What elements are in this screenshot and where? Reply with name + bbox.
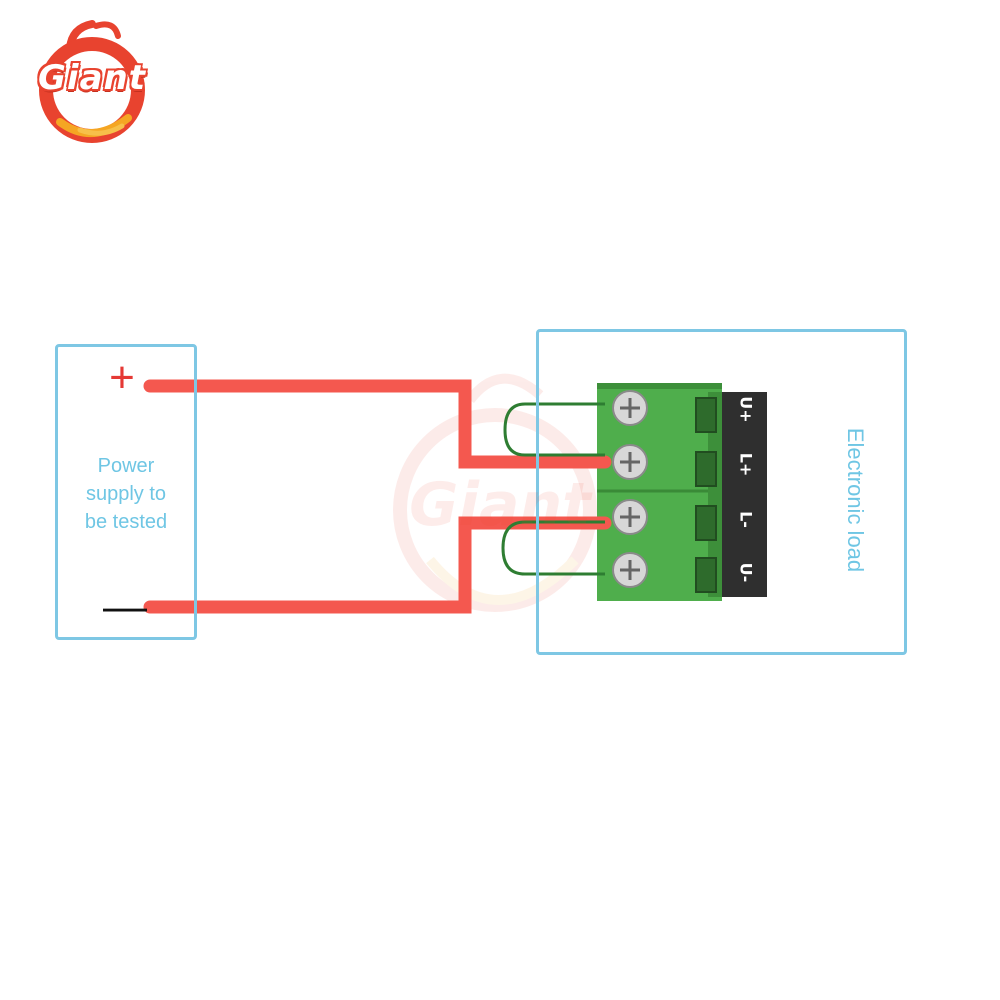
terminal-slot: [695, 557, 717, 593]
brand-logo-icon: [39, 20, 145, 143]
pin-label-l-plus: L+: [736, 452, 756, 477]
positive-terminal-symbol: +: [109, 353, 135, 402]
pin-label-l-minus: L-: [736, 511, 756, 528]
terminal-slot: [695, 451, 717, 487]
positive-sense-wire: [503, 402, 605, 457]
power-supply-label: Power supply to be tested: [55, 452, 197, 536]
power-supply-label-line: supply to: [85, 483, 167, 505]
watermark-logo-icon: [393, 373, 597, 612]
pcb-edge: [722, 392, 767, 597]
screw-icon: [612, 552, 648, 588]
negative-sense-wire: [501, 520, 605, 576]
positive-power-wire: [143, 379, 612, 469]
screw-icon: [612, 444, 648, 480]
negative-terminal-symbol: —: [103, 582, 147, 631]
pin-label-u-minus: U-: [736, 562, 756, 583]
electronic-load-box: [536, 329, 907, 655]
terminal-slot: [695, 505, 717, 541]
watermark-text: Giant: [409, 470, 591, 540]
terminal-slot: [695, 397, 717, 433]
power-supply-label-line: Power: [97, 455, 155, 477]
brand-logo: Giant: [22, 18, 162, 148]
terminal-block: [597, 383, 767, 601]
power-supply-box: [55, 344, 197, 640]
screw-icon: [612, 390, 648, 426]
screw-icon: [612, 499, 648, 535]
brand-logo-text: Giant: [38, 58, 146, 98]
power-supply-label-line: be tested: [84, 511, 168, 533]
pin-label-u-plus: U+: [736, 396, 756, 423]
electronic-load-label: Electronic load: [843, 427, 868, 573]
